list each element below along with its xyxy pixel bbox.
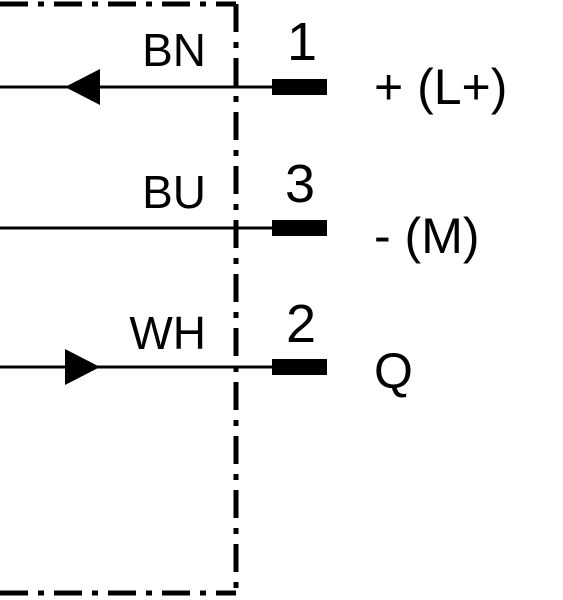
arrow-right-icon [65,349,100,385]
terminal-label: Q [374,343,413,399]
terminal-label: - (M) [374,208,480,264]
pin-number: 1 [287,12,317,72]
pin-2-terminal [272,359,327,375]
pin-3-terminal [272,220,327,236]
terminal-label: + (L+) [374,59,507,115]
pin-number: 3 [285,154,315,214]
wire-color-label: BN [142,24,206,76]
wire-white: WH 2 Q [0,294,413,399]
housing-boundary [0,1,239,596]
wire-blue: BU 3 - (M) [0,154,480,264]
wire-color-label: BU [142,166,206,218]
arrow-left-icon [65,69,100,105]
pin-1-terminal [272,79,327,95]
wire-color-label: WH [129,307,206,359]
pin-number: 2 [286,294,316,354]
wire-brown: BN 1 + (L+) [0,12,507,115]
